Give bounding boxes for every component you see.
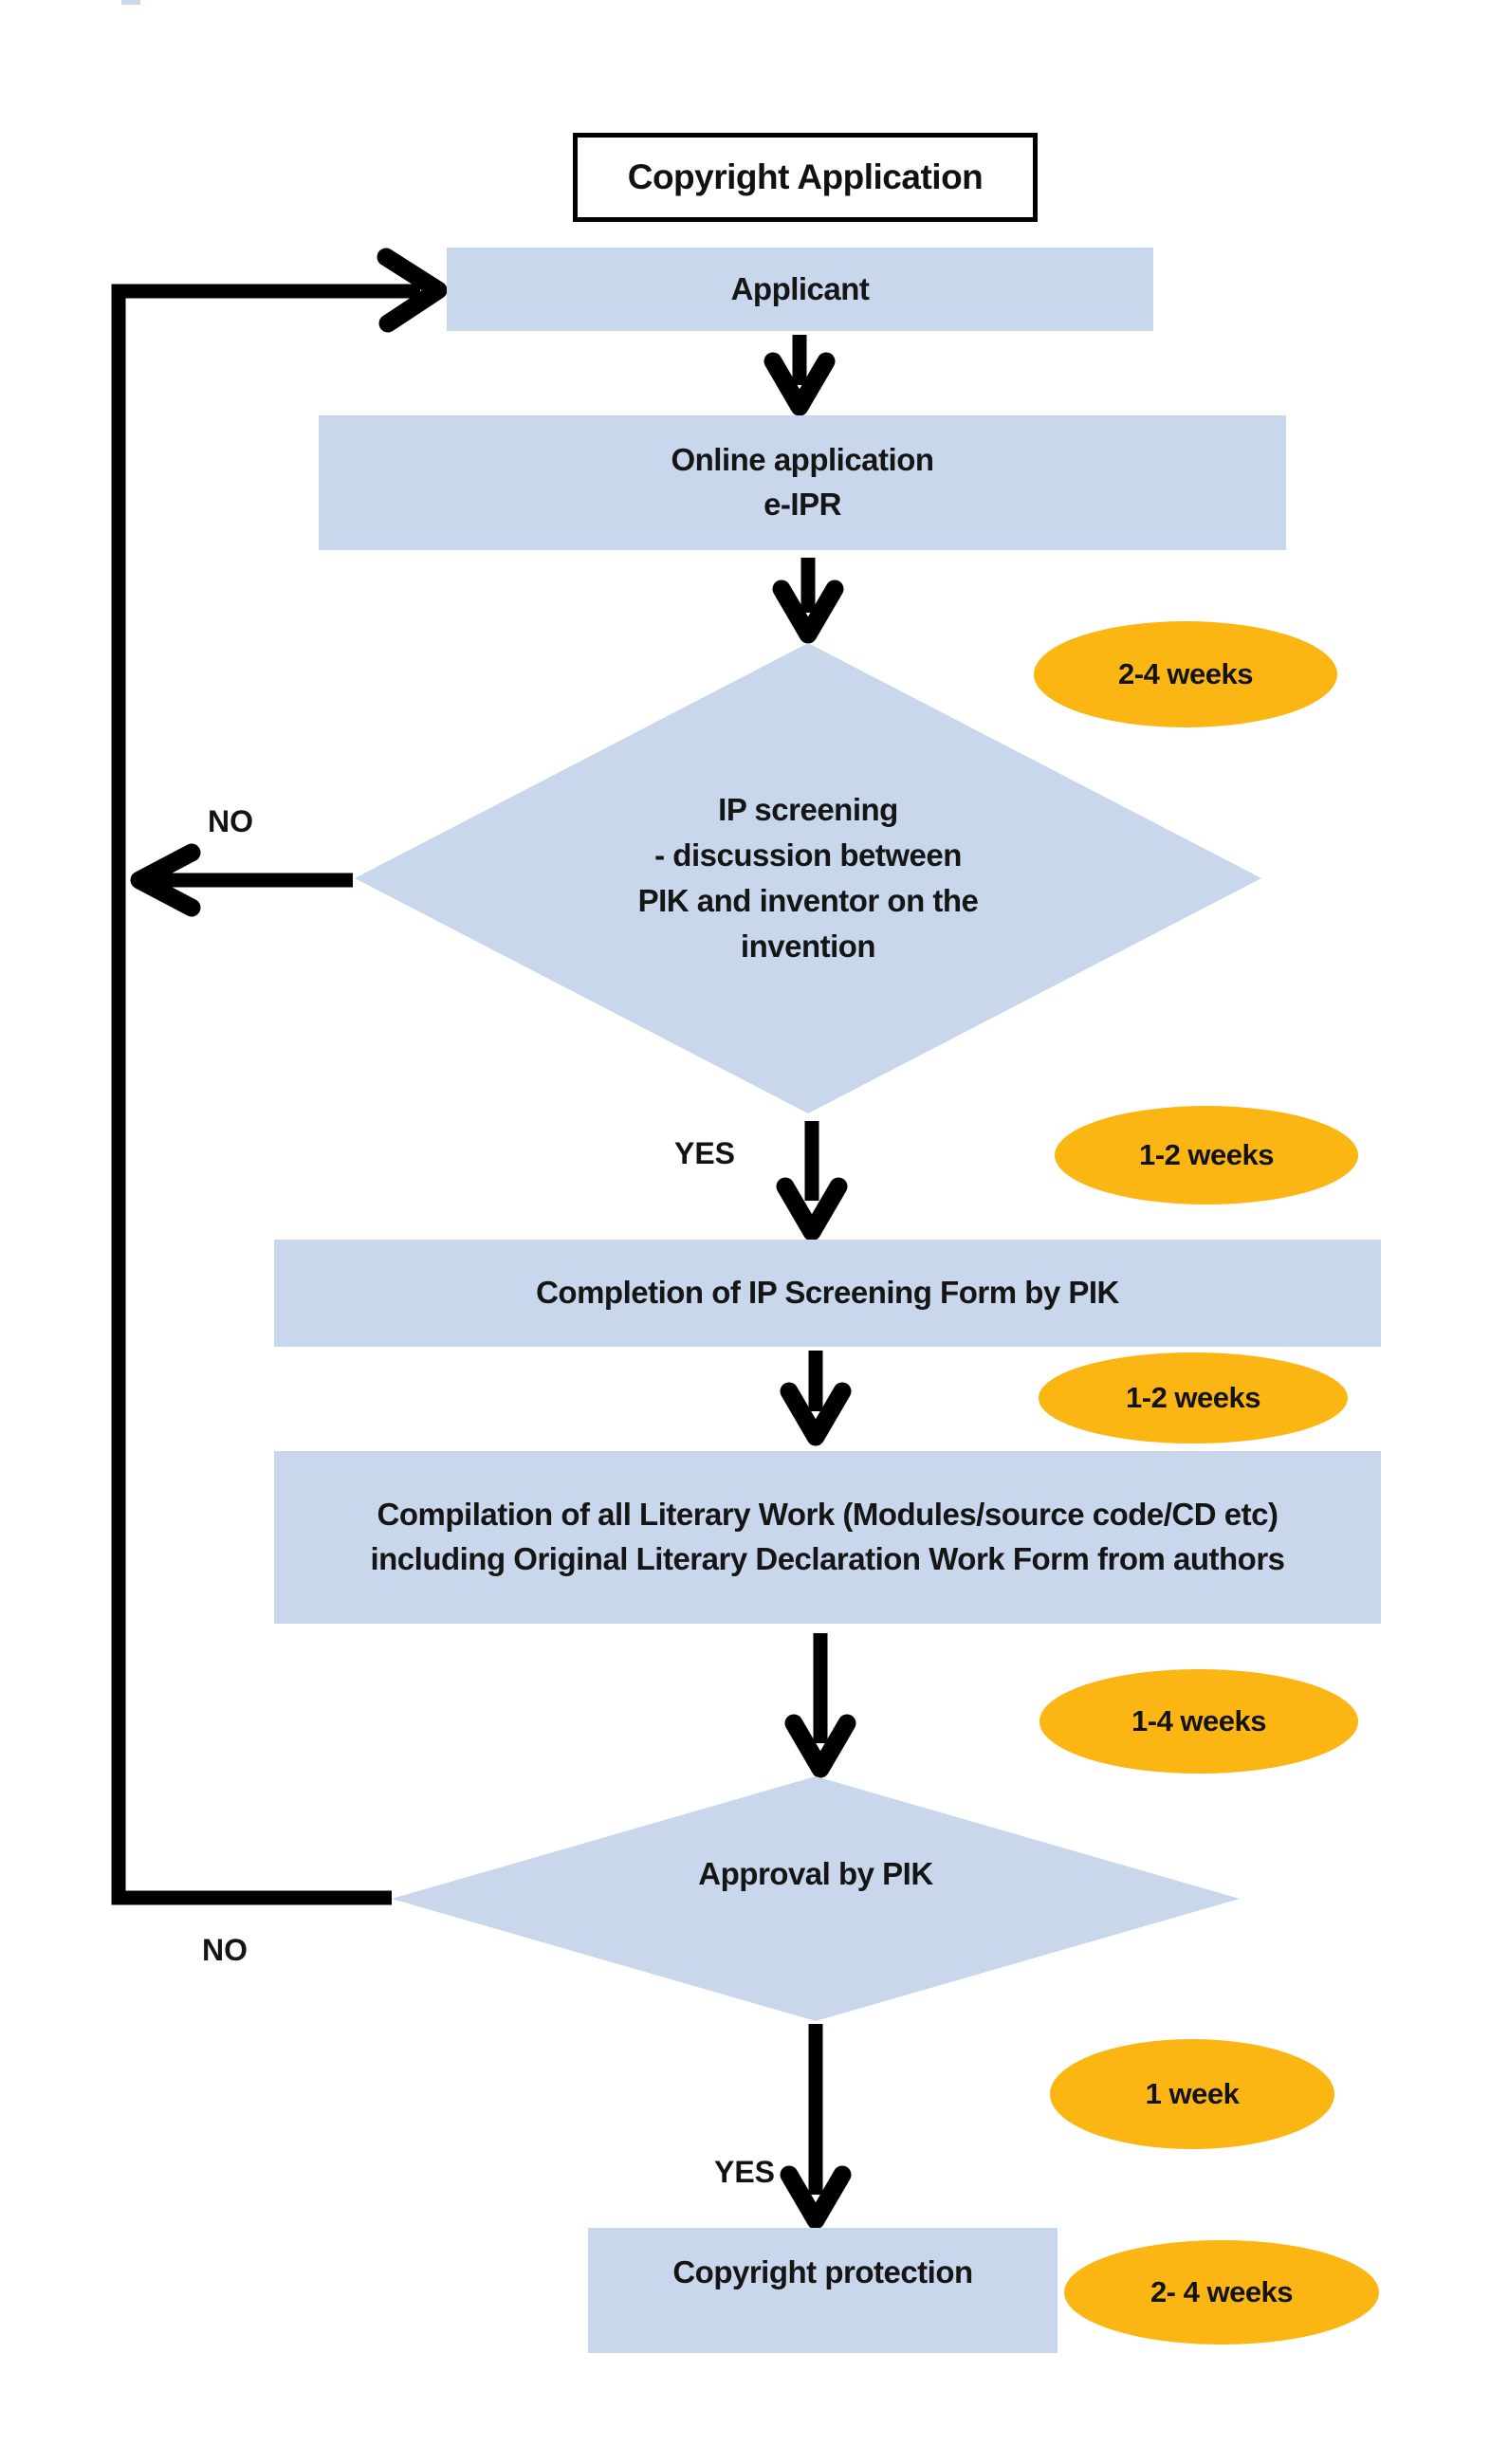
decision-ip-screening-line3: PIK and inventor on the	[637, 883, 979, 918]
arrowhead-online-to-screening	[772, 579, 844, 644]
duration-approval: 1-4 weeks	[1039, 1669, 1358, 1774]
scan-artifact	[121, 0, 140, 5]
node-online-application-line1: Online application	[671, 442, 934, 478]
feedback-arrowhead-into-applicant	[377, 248, 448, 333]
duration-compilation: 1-2 weeks	[1039, 1352, 1348, 1443]
arrowhead-completion-to-compilation	[780, 1382, 852, 1446]
node-applicant: Applicant	[447, 248, 1153, 331]
node-copyright-protection-label: Copyright protection	[672, 2254, 973, 2289]
branch-label-no-ip-screening: NO	[208, 804, 253, 838]
decision-ip-screening-line1: IP screening	[718, 792, 898, 828]
node-applicant-label: Applicant	[730, 270, 870, 306]
duration-protection-wait-label: 1 week	[1145, 2077, 1240, 2110]
arrowhead-approval-to-protection	[780, 2165, 852, 2230]
node-completion-form: Completion of IP Screening Form by PIK	[274, 1240, 1381, 1347]
decision-ip-screening-line4: invention	[740, 928, 876, 964]
node-compilation-label: Compilation of all Literary Work (Module…	[370, 1497, 1285, 1576]
diagram-title: Copyright Application	[627, 157, 984, 196]
branch-label-yes-approval: YES	[713, 2155, 776, 2189]
duration-screening-form: 1-2 weeks	[1055, 1106, 1358, 1204]
arrowhead-screening-to-completion	[776, 1177, 848, 1241]
branch-label-yes-ip-screening: YES	[673, 1136, 736, 1170]
node-online-application-line2: e-IPR	[763, 487, 841, 522]
node-completion-form-label: Completion of IP Screening Form by PIK	[536, 1275, 1119, 1311]
duration-compilation-label: 1-2 weeks	[1126, 1381, 1261, 1414]
duration-ip-screening: 2-4 weeks	[1034, 621, 1337, 727]
duration-protection-label: 2- 4 weeks	[1150, 2275, 1294, 2308]
duration-screening-form-label: 1-2 weeks	[1139, 1138, 1275, 1171]
duration-approval-label: 1-4 weeks	[1131, 1704, 1267, 1738]
node-compilation: Compilation of all Literary Work (Module…	[274, 1451, 1381, 1624]
duration-protection: 2- 4 weeks	[1064, 2240, 1379, 2344]
branch-label-no-approval: NO	[202, 1933, 248, 1967]
arrowhead-applicant-to-online	[763, 352, 836, 416]
diagram-title-box: Copyright Application	[573, 133, 1038, 222]
duration-ip-screening-label: 2-4 weeks	[1118, 657, 1254, 690]
no-branch-arrowhead-ip-screening	[130, 843, 201, 917]
node-copyright-protection: Copyright protection	[588, 2228, 1058, 2353]
decision-ip-screening-line2: - discussion between	[654, 837, 962, 873]
feedback-loop-line	[111, 284, 420, 1905]
decision-approval-label: Approval by PIK	[698, 1856, 933, 1892]
node-online-application: Online application e-IPR	[319, 415, 1286, 550]
duration-protection-wait: 1 week	[1050, 2039, 1334, 2149]
arrowhead-compilation-to-approval	[784, 1714, 856, 1778]
